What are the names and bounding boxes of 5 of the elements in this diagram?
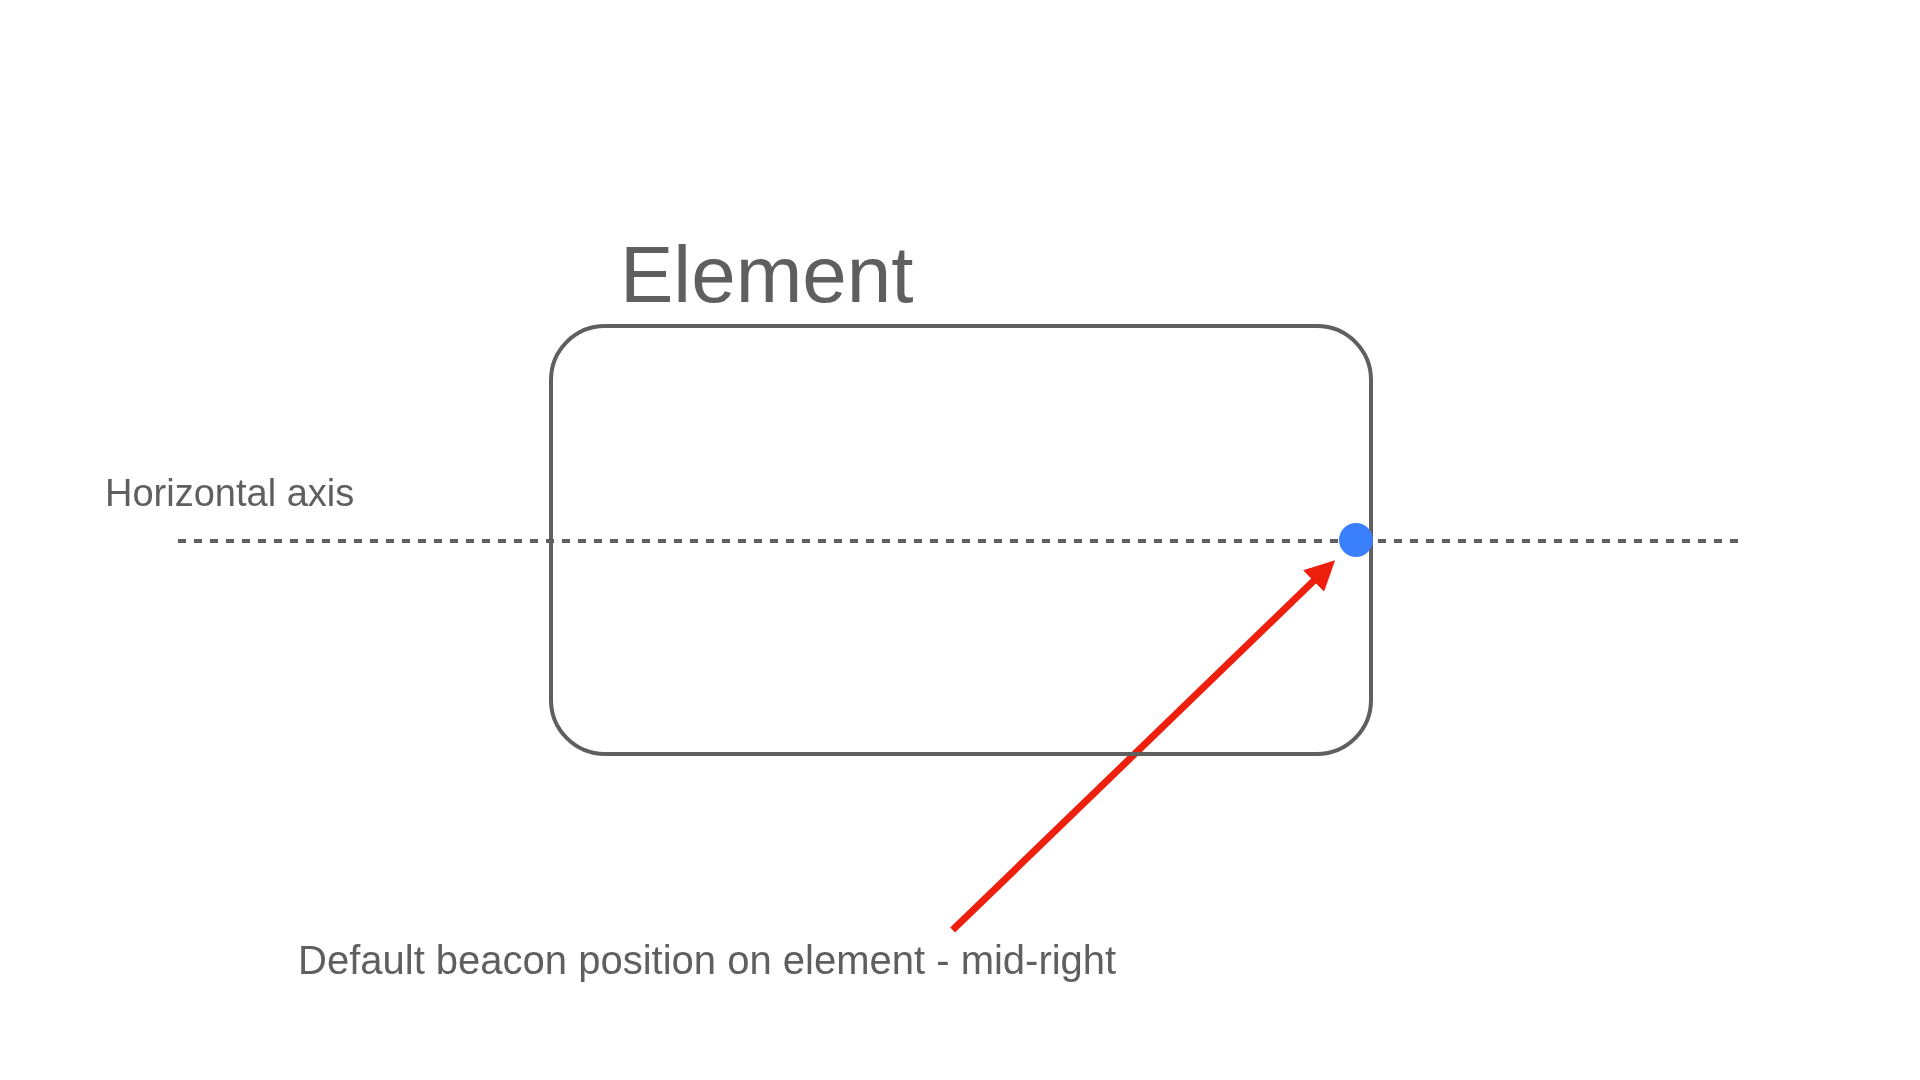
arrow — [950, 560, 1336, 933]
element-title: Element — [620, 235, 914, 315]
beacon-dot — [1339, 523, 1373, 557]
axis-label: Horizontal axis — [105, 474, 355, 512]
beacon-note: Default beacon position on element - mid-right — [298, 940, 1117, 980]
